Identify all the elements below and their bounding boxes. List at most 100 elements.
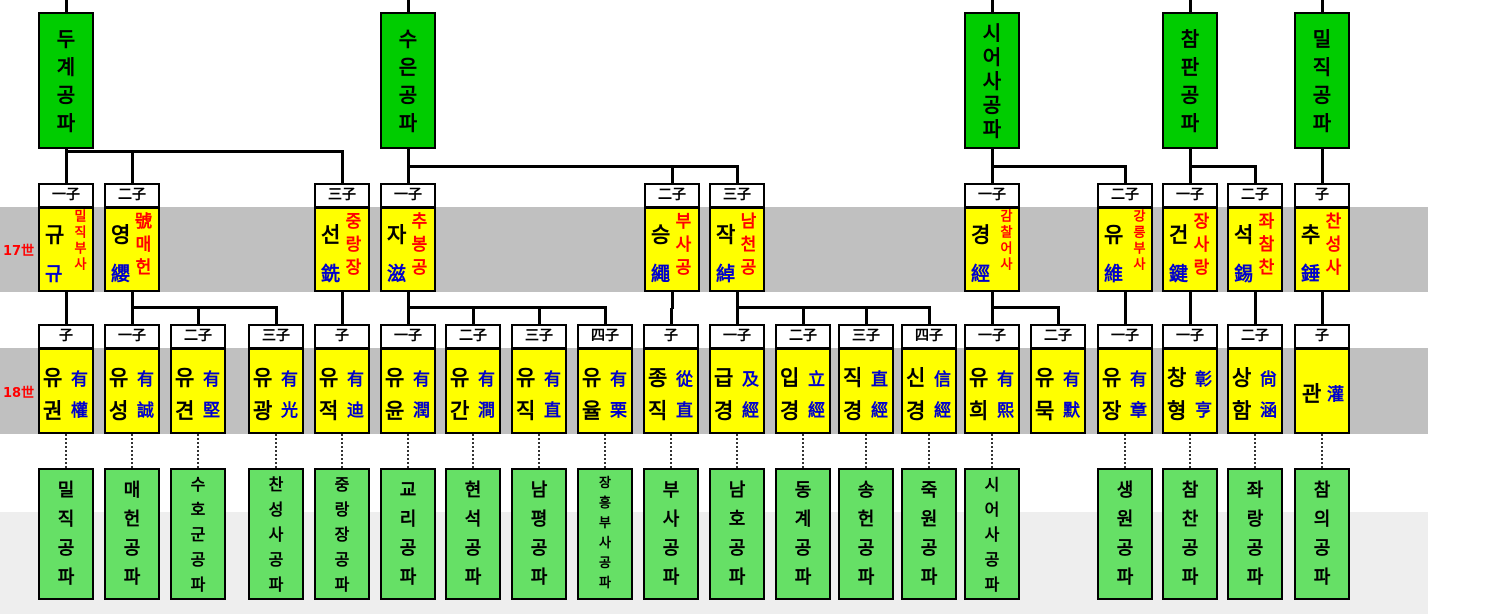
person-name-2: 성 xyxy=(109,399,129,423)
descendant-branch-char: 파 xyxy=(57,567,75,588)
connector-line xyxy=(991,308,994,324)
connector-line xyxy=(736,292,739,308)
rank-label: 三子 xyxy=(314,183,370,208)
person-hanja-2: 經 xyxy=(808,401,825,421)
person-name: 영 xyxy=(111,223,131,247)
rank-label: 二子 xyxy=(170,324,226,349)
person-hanja-1: 有 xyxy=(347,370,364,390)
person-name: 규 xyxy=(45,223,65,247)
dotted-connector xyxy=(341,434,343,468)
person-hanja-1: 及 xyxy=(742,370,759,390)
person-hanja-1: 彰 xyxy=(1195,370,1212,390)
person-name: 작 xyxy=(716,223,736,247)
connector-line xyxy=(66,306,68,309)
connector-line xyxy=(197,308,200,324)
connector-line xyxy=(1190,165,1257,168)
descendant-branch-char: 헌 xyxy=(123,509,141,530)
person-hanja-2: 澗 xyxy=(478,401,495,421)
connector-line xyxy=(1254,292,1257,308)
descendant-branch-char: 매 xyxy=(123,480,141,501)
top-branch-char: 파 xyxy=(56,110,76,135)
connector-line xyxy=(407,308,410,324)
descendant-branch-char: 파 xyxy=(857,567,875,588)
descendant-branch-char: 공 xyxy=(530,538,548,559)
connector-line xyxy=(671,292,674,308)
top-branch-char: 공 xyxy=(982,92,1002,117)
descendant-branch-char: 파 xyxy=(1181,567,1199,588)
connector-line xyxy=(132,306,278,309)
connector-line xyxy=(408,150,410,153)
person-hanja: 綽 xyxy=(716,263,736,285)
connector-line xyxy=(1254,308,1257,324)
connector-line xyxy=(1124,292,1127,308)
person-name-1: 유 xyxy=(385,366,405,390)
generation-18-label: 18世 xyxy=(3,386,35,401)
person-name: 경 xyxy=(971,223,991,247)
descendant-branch-char: 시 xyxy=(984,474,1000,494)
person-hanja-1: 信 xyxy=(934,370,951,390)
descendant-branch-char: 호 xyxy=(190,499,206,519)
person-name: 자 xyxy=(387,223,407,247)
rank-label: 子 xyxy=(1294,183,1350,208)
descendant-branch-char: 현 xyxy=(464,480,482,501)
descendant-branch-char: 파 xyxy=(464,567,482,588)
descendant-branch-char: 사 xyxy=(599,536,611,551)
descendant-branch-char: 중 xyxy=(334,474,350,494)
descendant-branch-char: 참 xyxy=(1313,480,1331,501)
descendant-branch-char: 공 xyxy=(399,538,417,559)
connector-line xyxy=(1255,306,1257,309)
descendant-branch-char: 동 xyxy=(794,480,812,501)
descendant-branch-char: 파 xyxy=(268,574,284,594)
connector-line xyxy=(1189,0,1192,12)
connector-line xyxy=(131,308,134,324)
connector-line xyxy=(736,167,739,183)
descendant-branch-char: 장 xyxy=(334,524,350,544)
rank-label: 一子 xyxy=(380,183,436,208)
descendant-branch-char: 밀 xyxy=(57,480,75,501)
person-name: 석 xyxy=(1234,223,1254,247)
person-name-2: 율 xyxy=(582,399,602,423)
person-name-1: 유 xyxy=(516,366,536,390)
person-name-2: 윤 xyxy=(385,399,405,423)
person-name-1: 유 xyxy=(582,366,602,390)
connector-line xyxy=(802,308,805,324)
person-name: 추 xyxy=(1301,223,1321,247)
person-hanja: 繩 xyxy=(651,263,671,285)
descendant-branch-char: 공 xyxy=(190,549,206,569)
person-name-2: 간 xyxy=(450,399,470,423)
connector-line xyxy=(736,308,739,324)
descendant-branch-char: 계 xyxy=(794,509,812,530)
descendant-branch-char: 파 xyxy=(190,574,206,594)
person-hanja-2: 權 xyxy=(71,401,88,421)
connector-line xyxy=(991,0,994,12)
connector-line xyxy=(1190,150,1192,153)
top-branch-char: 사 xyxy=(982,68,1002,93)
descendant-branch-char: 공 xyxy=(334,549,350,569)
person-name-1: 유 xyxy=(1102,366,1122,390)
connector-line xyxy=(408,165,739,168)
person-name-2: 희 xyxy=(969,399,989,423)
rank-label: 一子 xyxy=(709,324,765,349)
